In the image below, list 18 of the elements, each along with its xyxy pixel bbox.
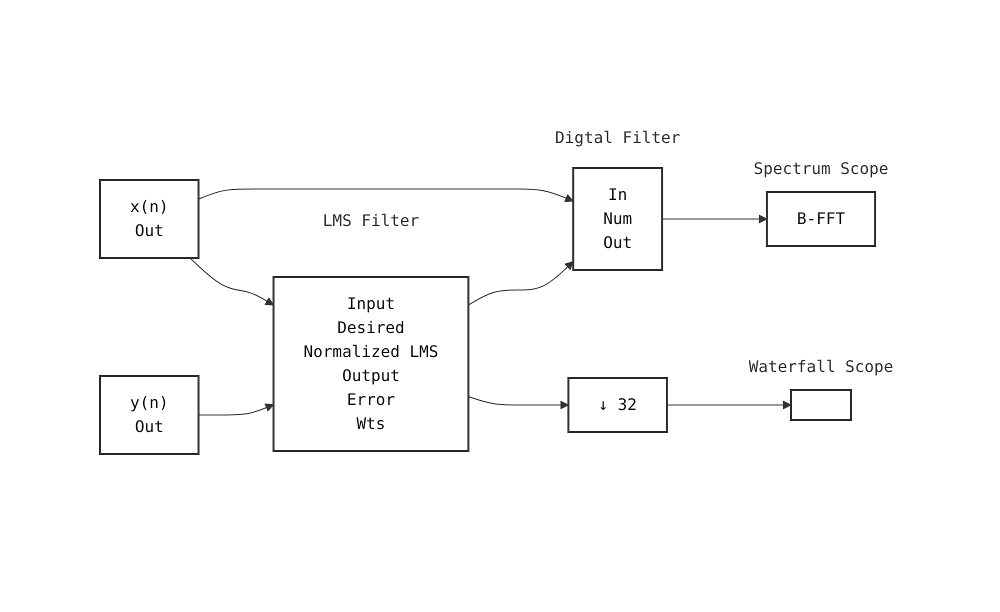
node-box: In Num Out — [572, 167, 664, 271]
arrow — [190, 258, 274, 306]
arrow — [198, 404, 274, 416]
arrow — [468, 261, 574, 306]
node-box: ↓ 32 — [567, 377, 668, 433]
node-label: LMS Filter — [322, 211, 420, 230]
node-box: Input Desired Normalized LMS Output Error Wts — [272, 276, 470, 452]
node-label: Waterfall Scope — [748, 357, 894, 376]
arrow — [468, 396, 569, 410]
node-box: B-FFT — [766, 191, 876, 247]
arrow — [666, 400, 792, 410]
node-label: Digtal Filter — [554, 128, 680, 147]
node-label: Spectrum Scope — [754, 159, 888, 178]
arrow — [662, 214, 768, 224]
node-box: y(n) Out — [98, 375, 200, 455]
node-box — [790, 389, 852, 421]
node-box: x(n) Out — [98, 179, 200, 259]
arrow — [198, 188, 574, 202]
